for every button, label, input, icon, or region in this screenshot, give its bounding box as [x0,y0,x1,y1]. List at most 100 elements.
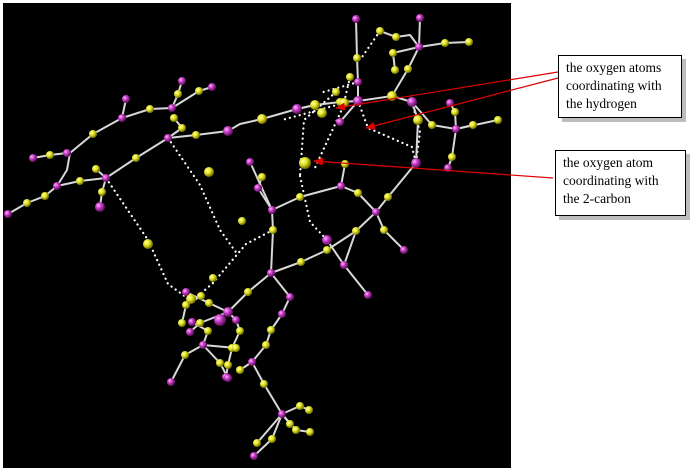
carbon-atom [248,358,256,366]
oxygen-atom [469,121,477,129]
oxygen-atom [323,246,331,254]
carbon-atom [364,291,372,299]
callout-line: the 2-carbon [563,191,631,206]
hydrogen-bond [298,174,329,242]
carbon-atom [164,134,172,142]
oxygen-atom [196,319,204,327]
callout-arrow [335,71,559,111]
oxygen-atom [376,27,384,35]
covalent-bond [379,30,420,48]
carbon-atom [292,104,302,114]
oxygen-atom [262,341,270,349]
carbon-atom [4,210,12,218]
carbon-atom [95,202,105,212]
carbon-atom [208,83,216,91]
oxygen-atom [404,65,412,73]
oxygen-atom [195,87,203,95]
oxygen-atom [98,188,106,196]
callout-line: the oxygen atoms [566,60,662,75]
hydrogen-bond [358,29,382,62]
carbon-atom [278,310,286,318]
carbon-atom [268,206,276,214]
oxygen-atom [297,258,305,266]
oxygen-atom [260,380,268,388]
carbon-atom [232,316,240,324]
oxygen-atom [310,100,320,110]
oxygen-atom [352,227,360,235]
oxygen-atom [132,154,140,162]
carbon-atom [254,184,262,192]
carbon-atom [223,126,233,136]
callout-arrow [313,157,554,179]
oxygen-atom [244,288,252,296]
callout-oxygen-2-carbon: the oxygen atom coordinating with the 2-… [555,150,686,216]
oxygen-atom [354,189,362,197]
oxygen-atom [306,428,314,436]
oxygen-atom [317,108,327,118]
oxygen-atom [174,90,182,98]
callout-line: coordinating with [566,78,662,93]
oxygen-atom [76,177,84,185]
carbon-atom [224,374,232,382]
oxygen-atom [205,299,213,307]
carbon-atom [118,114,126,122]
carbon-atom [372,208,380,216]
covalent-bond [7,130,229,215]
hydrogen-bond [196,228,275,298]
carbon-atom [168,104,176,112]
covalent-bond [391,17,421,97]
scene-background [3,3,511,468]
oxygen-atom [448,153,456,161]
carbon-atom [337,182,345,190]
oxygen-atom [341,160,349,168]
carbon-atom [400,246,408,254]
carbon-atom [53,182,61,190]
oxygen-atom [232,344,240,352]
carbon-atom [340,261,348,269]
callout-oxygen-hydrogen: the oxygen atoms coordinating with the h… [558,55,682,118]
carbon-atom [102,174,110,182]
carbon-atom [182,288,190,296]
oxygen-atom [89,130,97,138]
covalent-bond [256,413,283,444]
carbon-atom [322,235,332,245]
oxygen-atom [178,319,186,327]
oxygen-atom [258,173,266,181]
oxygen-atom [296,193,304,201]
oxygen-atom [143,239,153,249]
carbon-atom [167,378,175,386]
callout-arrows [313,71,559,179]
carbon-atom [246,158,254,166]
oxygen-atom [268,435,276,443]
callout-arrow [365,77,559,130]
oxygen-atom [181,351,189,359]
carbon-atom [188,318,196,326]
hydrogen-bond [280,101,346,122]
carbon-atom [63,149,71,157]
carbon-atom [223,307,233,317]
carbon-atom [214,314,226,326]
oxygen-atom [236,327,244,335]
oxygen-atom [391,66,399,74]
oxygen-atom [257,114,267,124]
oxygen-atom [92,165,100,173]
carbon-atom [411,158,421,168]
oxygen-atom [428,121,436,129]
oxygen-atom [197,292,205,300]
oxygen-atom [353,54,361,62]
oxygen-atom [192,131,200,139]
oxygen-atom [305,406,313,414]
oxygen-atom [216,359,224,367]
oxygen-atom [46,151,54,159]
carbon-atom [122,95,130,103]
callout-line: coordinating with [563,173,659,188]
oxygen-atom [41,192,49,200]
oxygen-atom [384,193,392,201]
oxygen-atom [292,426,300,434]
oxygen-atom [269,226,277,234]
callout-line: the hydrogen [566,96,637,111]
oxygen-atom [236,366,244,374]
covalent-bond [455,119,499,130]
carbon-atom [286,293,294,301]
